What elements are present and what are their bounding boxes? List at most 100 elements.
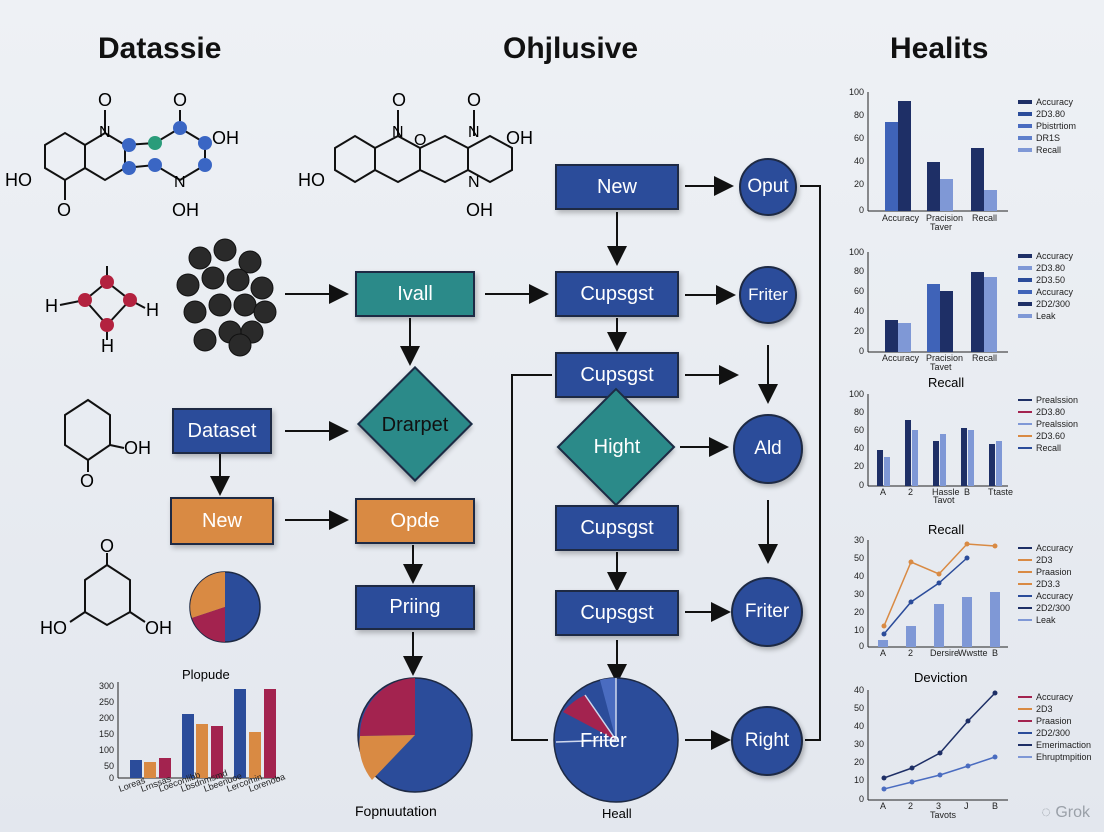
svg-text:Recall: Recall <box>928 522 964 537</box>
svg-text:2D3.50: 2D3.50 <box>1036 275 1065 285</box>
node-cupsgst-4[interactable]: Cupsgst <box>555 590 679 636</box>
mol1-n1: N <box>99 124 111 141</box>
node-oput[interactable]: Oput <box>739 158 797 216</box>
center-pie-caption: Fopnuutation <box>355 803 437 819</box>
node-priing[interactable]: Priing <box>355 585 475 630</box>
node-dataset[interactable]: Dataset <box>172 408 272 454</box>
svg-text:10: 10 <box>854 775 864 785</box>
svg-text:80: 80 <box>854 407 864 417</box>
left-ytick: 100 <box>99 745 114 755</box>
svg-text:10: 10 <box>854 625 864 635</box>
mol5-oh: OH <box>145 618 172 638</box>
svg-text:Leak: Leak <box>1036 615 1056 625</box>
svg-text:2D3.60: 2D3.60 <box>1036 431 1065 441</box>
svg-text:2D3.3: 2D3.3 <box>1036 579 1060 589</box>
svg-text:Pbistrtiom: Pbistrtiom <box>1036 121 1076 131</box>
svg-text:Prealssion: Prealssion <box>1036 395 1078 405</box>
node-friter-2[interactable]: Friter <box>731 577 803 647</box>
svg-text:Taver: Taver <box>930 222 952 232</box>
svg-text:100: 100 <box>849 247 864 257</box>
svg-text:0: 0 <box>859 480 864 490</box>
node-ivall[interactable]: Ivall <box>355 271 475 317</box>
svg-text:2: 2 <box>908 487 913 497</box>
svg-text:DR1S: DR1S <box>1036 133 1060 143</box>
mol2-o: O <box>414 132 427 149</box>
svg-text:2: 2 <box>908 801 913 811</box>
svg-text:0: 0 <box>859 346 864 356</box>
svg-text:Accuracy: Accuracy <box>1036 591 1074 601</box>
node-ald[interactable]: Ald <box>733 414 803 484</box>
svg-text:A: A <box>880 648 886 658</box>
right-chart-1: 100 80 60 40 20 0 Accuracy Pracision Rec… <box>849 87 1076 232</box>
svg-text:Accuracy: Accuracy <box>882 353 920 363</box>
svg-text:A: A <box>880 487 886 497</box>
svg-text:20: 20 <box>854 757 864 767</box>
svg-text:B: B <box>964 487 970 497</box>
svg-text:Accuracy: Accuracy <box>1036 692 1074 702</box>
svg-text:Recall: Recall <box>972 213 997 223</box>
svg-text:Accuracy: Accuracy <box>1036 97 1074 107</box>
right-chart-4: Recall 30 50 40 30 20 10 0 A 2 Dersire W… <box>854 522 1074 658</box>
svg-text:Leak: Leak <box>1036 311 1056 321</box>
right-chart-5: Deviction 40 50 40 30 20 10 0 A 2 3 J B … <box>854 670 1092 820</box>
svg-text:Tavet: Tavet <box>930 362 952 372</box>
node-opde[interactable]: Opde <box>355 498 475 544</box>
mol1-n2: N <box>174 174 186 191</box>
svg-text:40: 40 <box>854 685 864 695</box>
svg-text:30: 30 <box>854 589 864 599</box>
molecule-1-atoms <box>122 121 212 175</box>
svg-text:Accuracy: Accuracy <box>1036 251 1074 261</box>
node-cupsgst-1[interactable]: Cupsgst <box>555 271 679 317</box>
node-new-left[interactable]: New <box>170 497 274 545</box>
svg-text:40: 40 <box>854 156 864 166</box>
mol3-h-left: H <box>45 296 58 316</box>
left-ytick: 300 <box>99 681 114 691</box>
svg-text:A: A <box>880 801 886 811</box>
title-left: Datassie <box>98 32 222 65</box>
svg-text:80: 80 <box>854 266 864 276</box>
svg-text:100: 100 <box>849 87 864 97</box>
svg-text:Pracision: Pracision <box>926 353 963 363</box>
svg-text:Hassle: Hassle <box>932 487 960 497</box>
svg-text:Prealssion: Prealssion <box>1036 419 1078 429</box>
svg-text:40: 40 <box>854 721 864 731</box>
svg-text:Wwstte: Wwstte <box>958 648 988 658</box>
node-new-top[interactable]: New <box>555 164 679 210</box>
watermark-text: Grok <box>1055 804 1090 821</box>
svg-text:Emerimaction: Emerimaction <box>1036 740 1091 750</box>
mol1-left-group: HO <box>5 170 32 190</box>
node-drarpet-label: Drarpet <box>381 413 449 436</box>
left-chart-title: Plopude <box>182 667 230 682</box>
right-chart-3: Recall 100 80 60 40 20 0 A 2 Hassle B Tt… <box>849 375 1078 505</box>
mol1-bottom-o: O <box>57 200 72 220</box>
title-right: Healits <box>890 32 989 65</box>
svg-text:Recall: Recall <box>1036 443 1061 453</box>
svg-text:2D3.80: 2D3.80 <box>1036 263 1065 273</box>
svg-text:40: 40 <box>854 443 864 453</box>
svg-text:Deviction: Deviction <box>914 670 967 685</box>
mol2-n1: N <box>392 124 404 141</box>
svg-text:Recall: Recall <box>1036 145 1061 155</box>
molecule-2 <box>334 110 513 184</box>
mol2-bottom-oh: OH <box>466 200 493 220</box>
svg-text:20: 20 <box>854 326 864 336</box>
node-cupsgst-3[interactable]: Cupsgst <box>555 505 679 551</box>
svg-text:Ehruptmpition: Ehruptmpition <box>1036 752 1092 762</box>
svg-text:3: 3 <box>936 801 941 811</box>
mol4-oh: OH <box>124 438 151 458</box>
svg-text:Pracision: Pracision <box>926 213 963 223</box>
left-ytick: 50 <box>104 761 114 771</box>
node-friter-1[interactable]: Friter <box>739 266 797 324</box>
left-ytick: 200 <box>99 713 114 723</box>
node-right[interactable]: Right <box>731 706 803 776</box>
svg-text:0: 0 <box>859 205 864 215</box>
svg-text:50: 50 <box>854 553 864 563</box>
svg-text:30: 30 <box>854 535 864 545</box>
molecule-3 <box>59 266 146 340</box>
svg-text:60: 60 <box>854 133 864 143</box>
mol3-h-right: H <box>146 300 159 320</box>
